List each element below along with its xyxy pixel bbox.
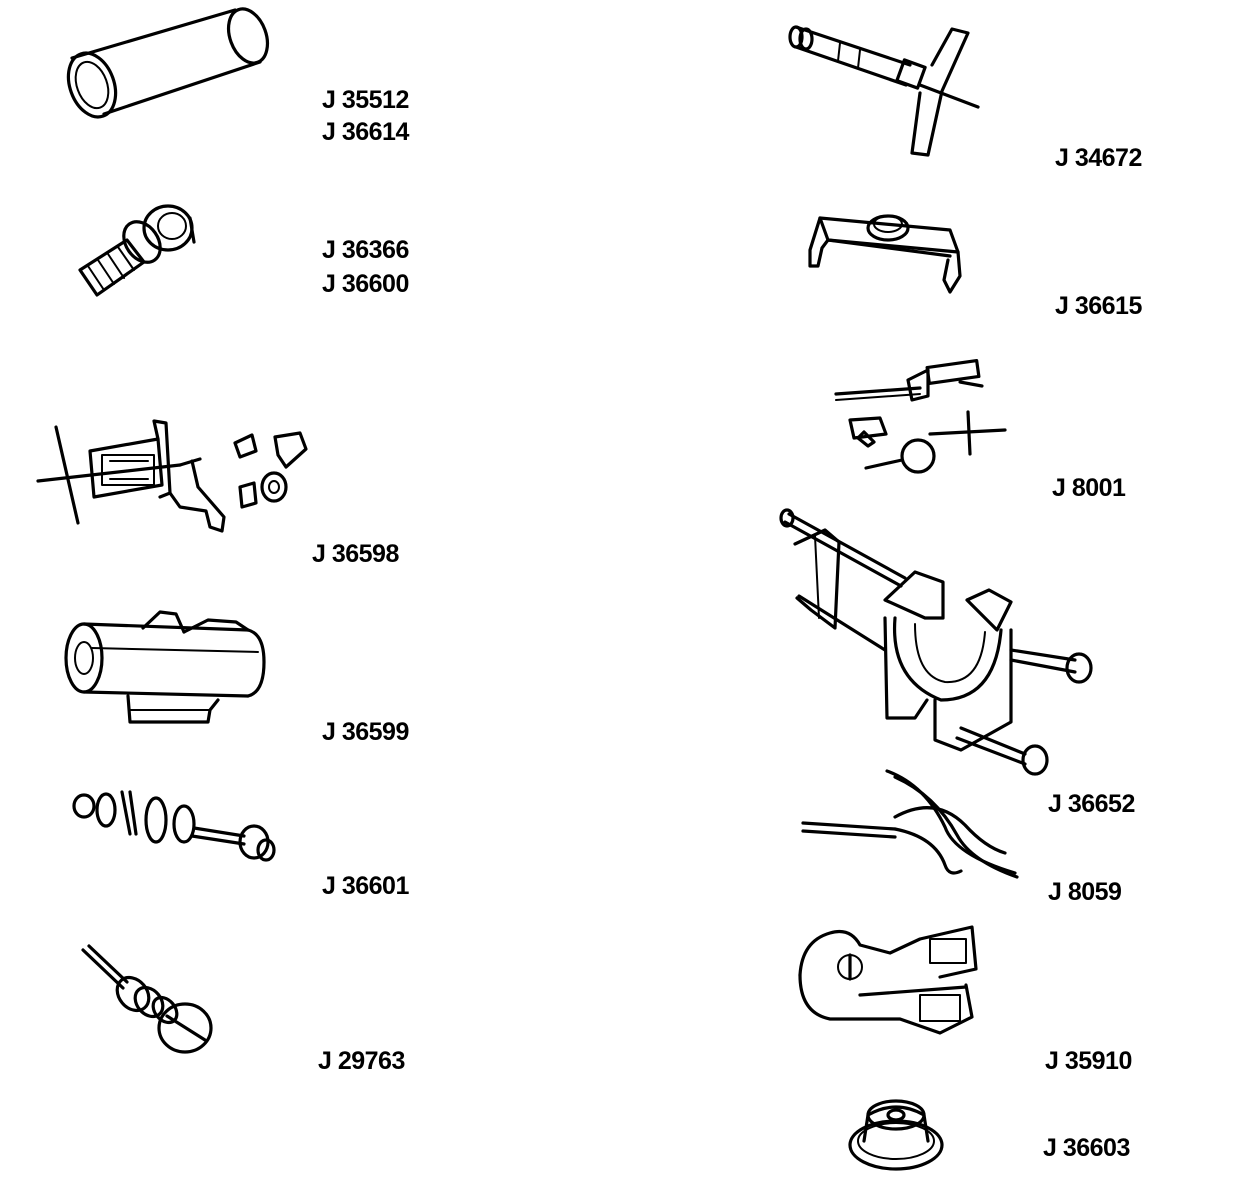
part-number-label: J 34672 — [1055, 144, 1142, 172]
puller-set-icon — [834, 358, 1007, 474]
cap-tool-icon — [848, 1099, 944, 1171]
part-number-label: J 36615 — [1055, 292, 1142, 320]
part-number-label: J 8001 — [1052, 474, 1126, 502]
snap-ring-pliers-icon — [801, 769, 1019, 879]
part-number-label: J 36652 — [1048, 790, 1135, 818]
part-number-label: J 36598 — [312, 540, 399, 568]
part-number-label: J 36366 — [322, 236, 409, 264]
holding-fixture-icon — [779, 508, 1093, 776]
part-number-label: J 35910 — [1045, 1047, 1132, 1075]
part-number-label: J 36614 — [322, 118, 409, 146]
screw-tool-icon — [81, 944, 213, 1054]
sleeve-tool-icon — [66, 7, 270, 119]
part-number-label: J 36603 — [1043, 1134, 1130, 1162]
part-number-label: J 29763 — [318, 1047, 405, 1075]
fixture-kit-icon — [36, 419, 308, 533]
adapter-wrench-icon — [798, 925, 978, 1035]
part-number-label: J 35512 — [322, 86, 409, 114]
stud-assembly-icon — [72, 790, 276, 862]
part-number-label: J 36599 — [322, 718, 409, 746]
bridge-tool-icon — [808, 214, 962, 294]
part-number-label: J 8059 — [1048, 878, 1122, 906]
part-number-label: J 36601 — [322, 872, 409, 900]
part-number-label: J 36600 — [322, 270, 409, 298]
socket-tool-icon — [78, 204, 196, 297]
t-handle-tool-icon — [788, 25, 980, 157]
housing-block-icon — [64, 610, 266, 724]
